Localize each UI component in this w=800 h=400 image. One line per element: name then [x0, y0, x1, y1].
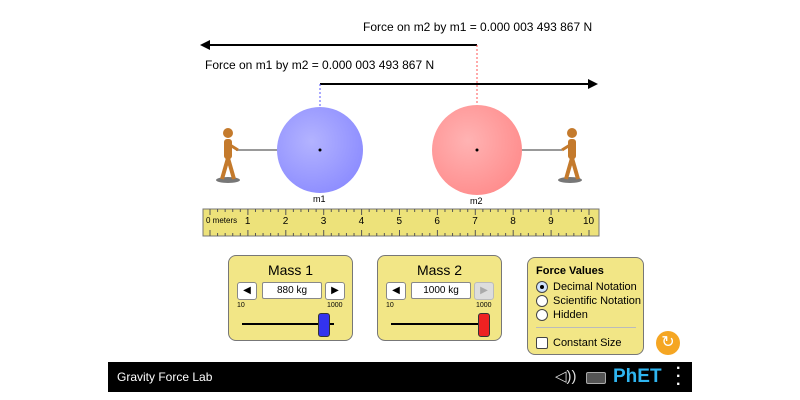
puller-right-icon	[558, 128, 582, 183]
mass-1-slider-thumb[interactable]	[317, 313, 330, 337]
mass-1-min: 10	[237, 302, 245, 309]
menu-icon[interactable]: ···	[676, 360, 682, 393]
ruler-label: 8	[510, 216, 516, 227]
reset-icon: ↻	[661, 334, 675, 351]
force-arrow-m1	[320, 79, 598, 89]
mass-1-control: Mass 1 ◀ 880 kg ▶ 10 1000	[228, 255, 353, 341]
divider	[536, 327, 636, 328]
keyboard-icon[interactable]	[586, 372, 606, 384]
constant-size-checkbox[interactable]: Constant Size	[536, 336, 621, 350]
force-arrow-m2	[200, 40, 477, 50]
mass-2-increment-button[interactable]: ▶	[474, 282, 494, 300]
radio-scientific-notation[interactable]: Scientific Notation	[536, 294, 641, 308]
navigation-bar: Gravity Force Lab ◁)) PhET ···	[108, 360, 692, 393]
ruler-label: 9	[548, 216, 554, 227]
force-label-m1: Force on m1 by m2 = 0.000 003 493 867 N	[205, 58, 435, 72]
force-values-title: Force Values	[536, 265, 604, 277]
ruler-label: 10	[583, 216, 595, 227]
mass-2-title: Mass 2	[416, 262, 463, 278]
mass-2-min: 10	[386, 302, 394, 309]
ruler[interactable]	[202, 208, 600, 237]
mass-2-decrement-button[interactable]: ◀	[386, 282, 406, 300]
m1-label: m1	[313, 194, 326, 204]
puller-left-icon	[216, 128, 240, 183]
ruler-label: 7	[472, 216, 478, 227]
phet-logo[interactable]: PhET	[613, 366, 662, 387]
force-values-panel: Force Values Decimal Notation Scientific…	[527, 257, 644, 355]
mass-1-title: Mass 1	[267, 262, 314, 278]
ruler-label: 4	[358, 216, 365, 227]
reset-all-button[interactable]: ↻	[656, 331, 680, 355]
mass-1-value: 880 kg	[262, 282, 322, 299]
mass-2-control: Mass 2 ◀ 1000 kg ▶ 10 1000	[377, 255, 502, 341]
ruler-label: 6	[434, 216, 440, 227]
radio-decimal-notation[interactable]: Decimal Notation	[536, 280, 641, 294]
sim-title: Gravity Force Lab	[117, 370, 213, 384]
ruler-label: 3	[320, 216, 327, 227]
mass-2-slider-thumb[interactable]	[478, 313, 490, 337]
ruler-label: 0 meters	[206, 216, 238, 225]
sound-icon[interactable]: ◁))	[555, 368, 577, 385]
play-area	[200, 40, 600, 237]
ruler-label: 5	[396, 216, 403, 227]
radio-hidden[interactable]: Hidden	[536, 308, 641, 322]
mass-2-value: 1000 kg	[411, 282, 471, 299]
mass-2-max: 1000	[476, 302, 492, 309]
mass-2-slider-track[interactable]	[391, 323, 483, 325]
mass-1-increment-button[interactable]: ▶	[325, 282, 345, 300]
mass-1-decrement-button[interactable]: ◀	[237, 282, 257, 300]
ruler-label: 2	[282, 216, 289, 227]
mass-1-slider-track[interactable]	[242, 323, 334, 325]
force-label-m2: Force on m2 by m1 = 0.000 003 493 867 N	[363, 20, 593, 34]
mass-1-max: 1000	[327, 302, 343, 309]
m2-label: m2	[470, 196, 483, 206]
ruler-label: 1	[244, 216, 251, 227]
